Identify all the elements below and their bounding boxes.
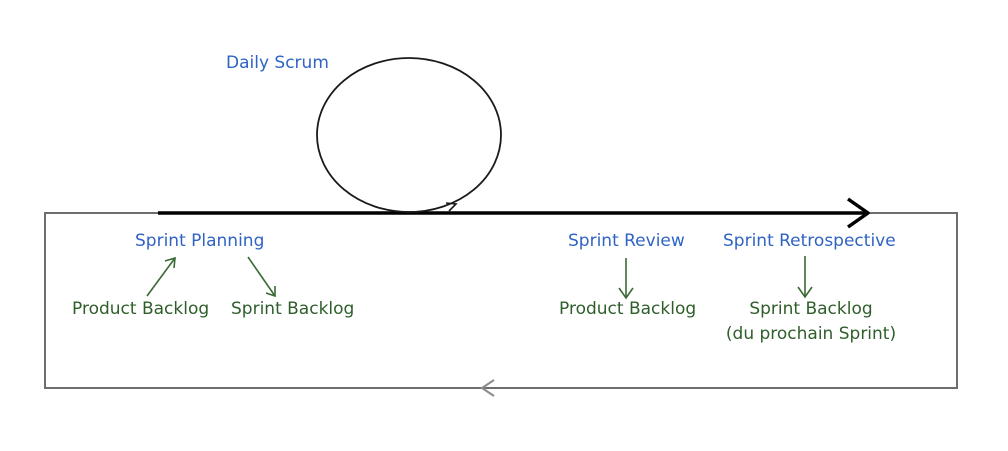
planning-to-sprint-backlog-arrow	[247, 256, 276, 297]
planning-product-backlog-label: Product Backlog	[72, 299, 210, 319]
planning-to-sprint-backlog-arrow-head	[265, 286, 276, 298]
review-product-backlog-label: Product Backlog	[559, 299, 697, 319]
retro-next-sprint-label: (du prochain Sprint)	[725, 324, 897, 344]
sprint-retrospective-label: Sprint Retrospective	[723, 231, 896, 251]
sprint-loop-outline	[44, 212, 958, 389]
product-backlog-to-planning-arrow-head	[164, 256, 176, 269]
daily-scrum-loop	[316, 57, 502, 213]
review-to-product-backlog-arrow-head	[618, 287, 634, 300]
return-arrow-head	[480, 379, 495, 397]
sprint-timeline-arrow-head	[846, 197, 870, 229]
retro-to-sprint-backlog-arrow-head	[797, 286, 813, 299]
product-backlog-to-planning-arrow	[146, 257, 176, 297]
sprint-review-label: Sprint Review	[568, 231, 685, 251]
daily-scrum-label: Daily Scrum	[226, 53, 329, 73]
sprint-planning-label: Sprint Planning	[135, 231, 265, 251]
daily-scrum-arrow-head	[445, 202, 458, 212]
planning-sprint-backlog-label: Sprint Backlog	[231, 299, 355, 319]
retro-sprint-backlog-label: Sprint Backlog	[749, 299, 873, 319]
